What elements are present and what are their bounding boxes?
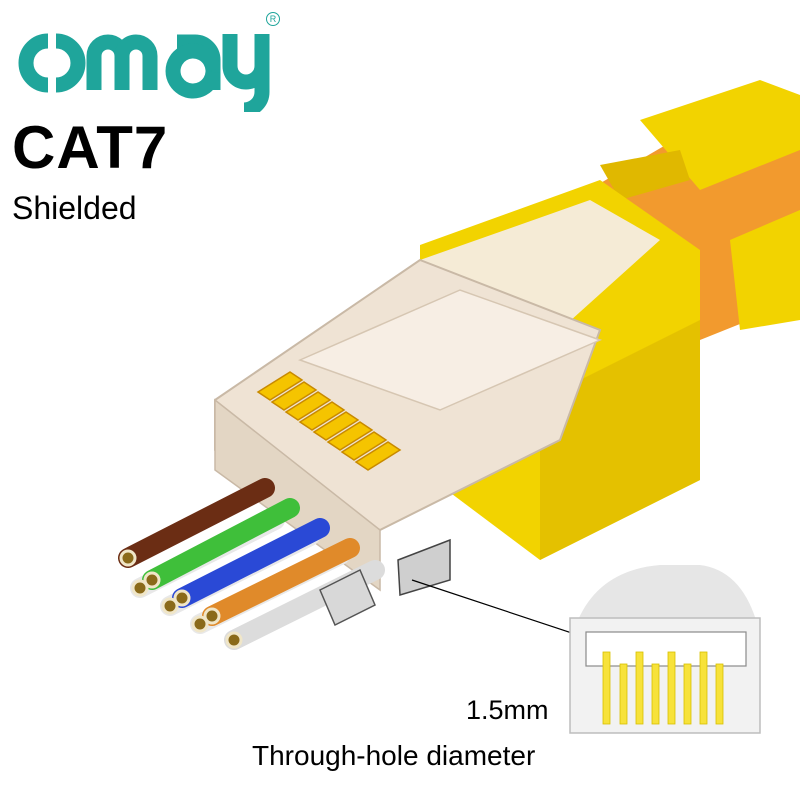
gold-contacts	[256, 371, 402, 471]
transparent-plug	[214, 258, 603, 592]
registered-mark: R	[266, 12, 280, 26]
dimension-label: 1.5mm	[466, 695, 549, 725]
caption-text: Through-hole diameter	[252, 740, 536, 771]
wires	[118, 478, 385, 650]
inset-front-view	[569, 565, 761, 734]
product-title: CAT7	[12, 114, 169, 181]
latch-tab	[319, 568, 376, 627]
product-subtitle: Shielded	[12, 190, 137, 226]
brand-logo	[18, 33, 270, 112]
